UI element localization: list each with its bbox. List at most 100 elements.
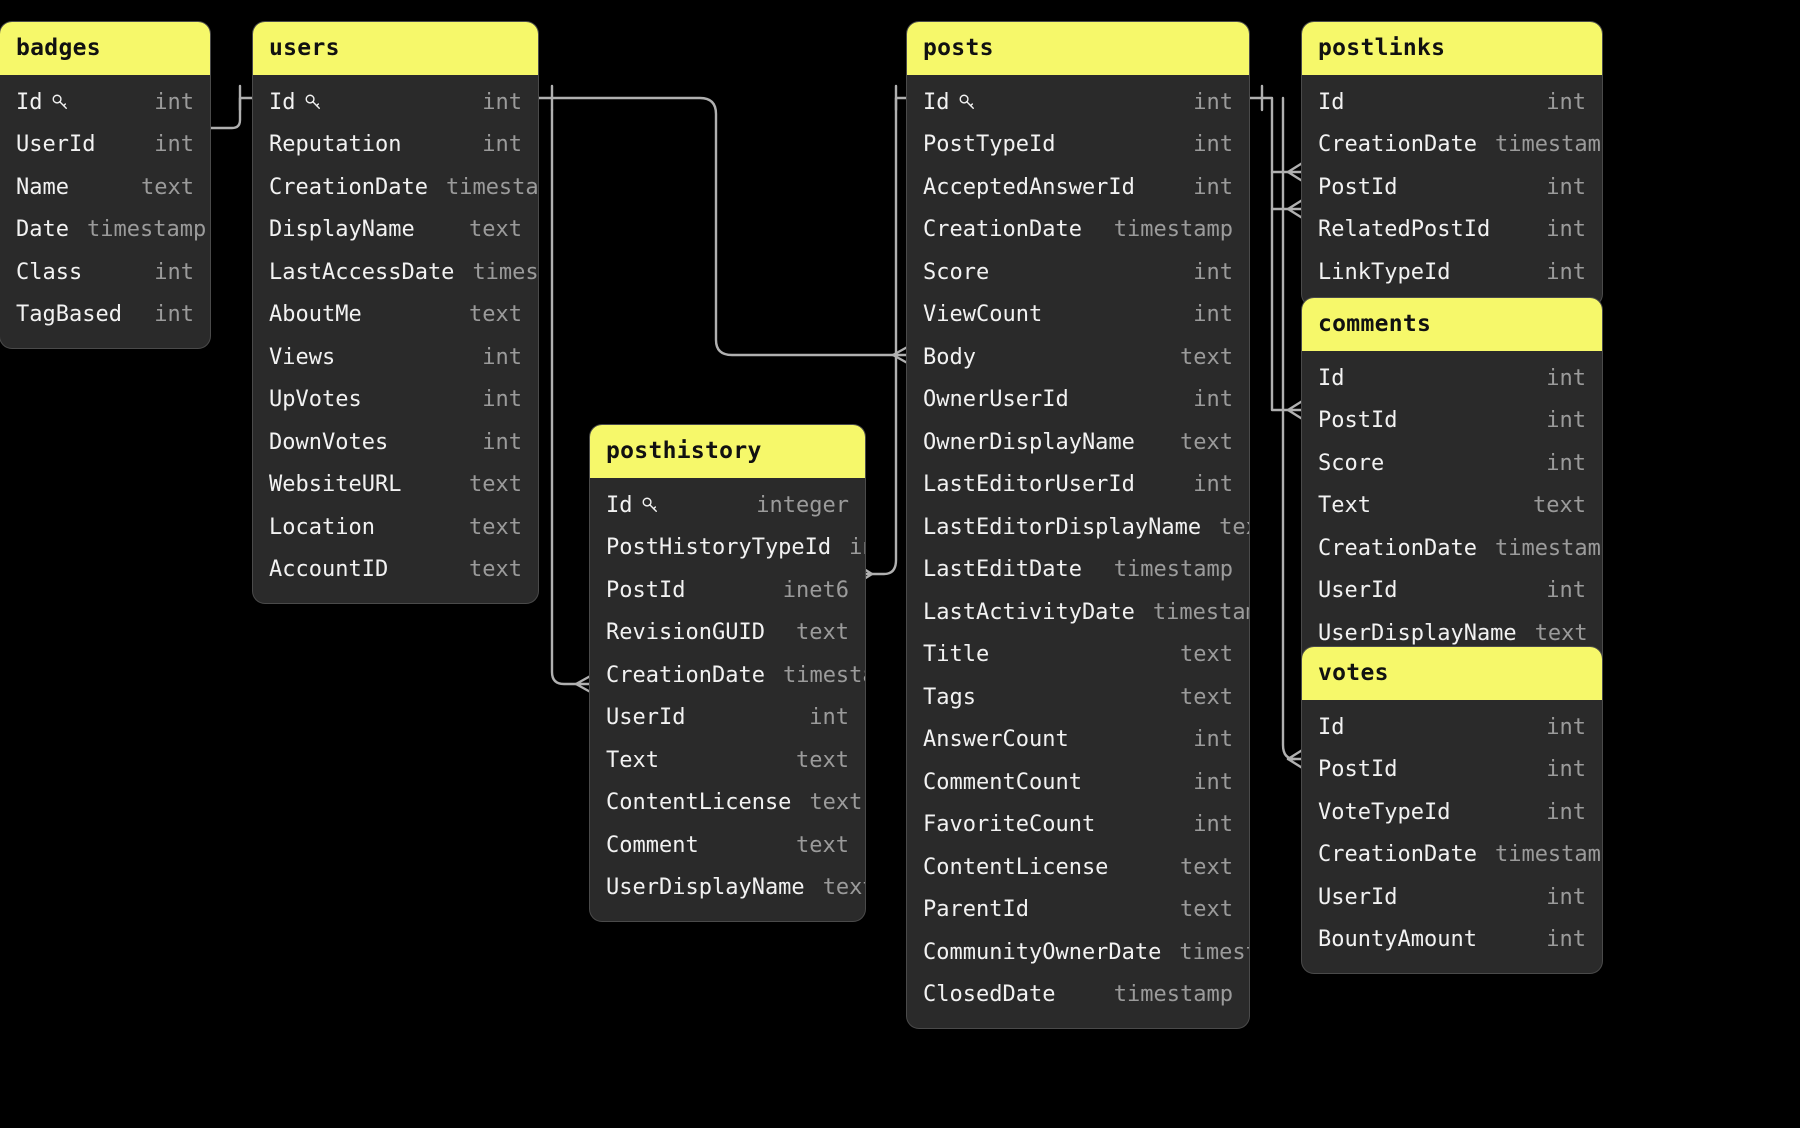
field-name: CommentCount bbox=[923, 770, 1082, 795]
field-row-posts-Tags[interactable]: Tags text bbox=[907, 676, 1249, 719]
field-row-votes-PostId[interactable]: PostId int bbox=[1302, 749, 1602, 792]
field-row-votes-UserId[interactable]: UserId int bbox=[1302, 876, 1602, 919]
field-name: PostId bbox=[1318, 175, 1397, 200]
field-row-comments-Text[interactable]: Text text bbox=[1302, 485, 1602, 528]
field-row-posts-OwnerDisplayName[interactable]: OwnerDisplayName text bbox=[907, 421, 1249, 464]
field-name: Tags bbox=[923, 685, 976, 710]
field-row-users-Views[interactable]: Views int bbox=[253, 336, 538, 379]
field-row-users-WebsiteURL[interactable]: WebsiteURL text bbox=[253, 464, 538, 507]
field-row-posthistory-PostHistoryTypeId[interactable]: PostHistoryTypeId int bbox=[590, 527, 865, 570]
field-row-posts-CommunityOwnerDate[interactable]: CommunityOwnerDate timestamp bbox=[907, 931, 1249, 974]
field-type: text bbox=[1533, 493, 1586, 519]
field-row-posts-OwnerUserId[interactable]: OwnerUserId int bbox=[907, 379, 1249, 422]
field-row-users-UpVotes[interactable]: UpVotes int bbox=[253, 379, 538, 422]
table-card-posthistory[interactable]: posthistory Id integer PostHistoryTypeId… bbox=[590, 425, 865, 921]
field-row-posts-Score[interactable]: Score int bbox=[907, 251, 1249, 294]
link-users-posts bbox=[536, 84, 913, 367]
field-row-posthistory-Text[interactable]: Text text bbox=[590, 739, 865, 782]
field-row-postlinks-RelatedPostId[interactable]: RelatedPostId int bbox=[1302, 209, 1602, 252]
field-row-posts-AcceptedAnswerId[interactable]: AcceptedAnswerId int bbox=[907, 166, 1249, 209]
field-label: Id bbox=[1318, 714, 1345, 740]
field-row-comments-Id[interactable]: Id int bbox=[1302, 357, 1602, 400]
field-row-posthistory-UserId[interactable]: UserId int bbox=[590, 697, 865, 740]
field-label: UpVotes bbox=[269, 387, 362, 413]
key-icon bbox=[50, 92, 70, 112]
field-row-posts-PostTypeId[interactable]: PostTypeId int bbox=[907, 124, 1249, 167]
field-row-users-Location[interactable]: Location text bbox=[253, 506, 538, 549]
field-row-postlinks-PostId[interactable]: PostId int bbox=[1302, 166, 1602, 209]
field-row-posts-LastActivityDate[interactable]: LastActivityDate timestamp bbox=[907, 591, 1249, 634]
field-label: RevisionGUID bbox=[606, 620, 765, 646]
field-row-posthistory-CreationDate[interactable]: CreationDate timestamp bbox=[590, 654, 865, 697]
field-name: FavoriteCount bbox=[923, 812, 1095, 837]
field-row-posts-CreationDate[interactable]: CreationDate timestamp bbox=[907, 209, 1249, 252]
field-label: Class bbox=[16, 259, 83, 285]
table-card-postlinks[interactable]: postlinks Id int CreationDate timestamp … bbox=[1302, 22, 1602, 306]
field-row-posthistory-UserDisplayName[interactable]: UserDisplayName text bbox=[590, 867, 865, 910]
field-row-posts-LastEditorDisplayName[interactable]: LastEditorDisplayName text bbox=[907, 506, 1249, 549]
field-row-comments-CreationDate[interactable]: CreationDate timestamp bbox=[1302, 527, 1602, 570]
field-row-posts-LastEditorUserId[interactable]: LastEditorUserId int bbox=[907, 464, 1249, 507]
table-card-users[interactable]: users Id int Reputation int CreationDate… bbox=[253, 22, 538, 603]
field-name: PostHistoryTypeId bbox=[606, 535, 831, 560]
field-row-posts-ParentId[interactable]: ParentId text bbox=[907, 889, 1249, 932]
field-row-users-AboutMe[interactable]: AboutMe text bbox=[253, 294, 538, 337]
field-row-posts-CommentCount[interactable]: CommentCount int bbox=[907, 761, 1249, 804]
field-type: int bbox=[1546, 89, 1586, 115]
field-type: text bbox=[469, 514, 522, 540]
field-row-posthistory-ContentLicense[interactable]: ContentLicense text bbox=[590, 782, 865, 825]
field-row-posts-ContentLicense[interactable]: ContentLicense text bbox=[907, 846, 1249, 889]
field-label: Comment bbox=[606, 832, 699, 858]
field-row-posts-Title[interactable]: Title text bbox=[907, 634, 1249, 677]
field-row-users-DisplayName[interactable]: DisplayName text bbox=[253, 209, 538, 252]
field-name: CreationDate bbox=[1318, 842, 1477, 867]
table-card-badges[interactable]: badges Id int UserId int Name text D bbox=[0, 22, 210, 348]
field-row-posthistory-Comment[interactable]: Comment text bbox=[590, 824, 865, 867]
field-type: int bbox=[1193, 89, 1233, 115]
field-row-posthistory-RevisionGUID[interactable]: RevisionGUID text bbox=[590, 612, 865, 655]
field-row-comments-PostId[interactable]: PostId int bbox=[1302, 400, 1602, 443]
field-row-badges-Id[interactable]: Id int bbox=[0, 81, 210, 124]
field-row-comments-Score[interactable]: Score int bbox=[1302, 442, 1602, 485]
field-row-badges-UserId[interactable]: UserId int bbox=[0, 124, 210, 167]
field-row-comments-UserId[interactable]: UserId int bbox=[1302, 570, 1602, 613]
field-row-postlinks-Id[interactable]: Id int bbox=[1302, 81, 1602, 124]
field-row-badges-Date[interactable]: Date timestamp bbox=[0, 209, 210, 252]
field-row-users-Id[interactable]: Id int bbox=[253, 81, 538, 124]
field-row-votes-VoteTypeId[interactable]: VoteTypeId int bbox=[1302, 791, 1602, 834]
field-row-badges-Class[interactable]: Class int bbox=[0, 251, 210, 294]
field-row-users-CreationDate[interactable]: CreationDate timestamp bbox=[253, 166, 538, 209]
table-card-posts[interactable]: posts Id int PostTypeId int AcceptedAnsw… bbox=[907, 22, 1249, 1028]
field-row-users-DownVotes[interactable]: DownVotes int bbox=[253, 421, 538, 464]
table-card-votes[interactable]: votes Id int PostId int VoteTypeId int C… bbox=[1302, 647, 1602, 973]
field-name: Id bbox=[1318, 715, 1345, 740]
field-row-postlinks-CreationDate[interactable]: CreationDate timestamp bbox=[1302, 124, 1602, 167]
field-row-votes-Id[interactable]: Id int bbox=[1302, 706, 1602, 749]
field-row-users-LastAccessDate[interactable]: LastAccessDate timestamp bbox=[253, 251, 538, 294]
field-row-posts-LastEditDate[interactable]: LastEditDate timestamp bbox=[907, 549, 1249, 592]
field-row-users-AccountID[interactable]: AccountID text bbox=[253, 549, 538, 592]
field-row-posts-AnswerCount[interactable]: AnswerCount int bbox=[907, 719, 1249, 762]
field-row-badges-TagBased[interactable]: TagBased int bbox=[0, 294, 210, 337]
field-row-posts-FavoriteCount[interactable]: FavoriteCount int bbox=[907, 804, 1249, 847]
field-row-posthistory-Id[interactable]: Id integer bbox=[590, 484, 865, 527]
field-row-posts-Body[interactable]: Body text bbox=[907, 336, 1249, 379]
field-type: text bbox=[469, 557, 522, 583]
field-name: Comment bbox=[606, 833, 699, 858]
field-label: DisplayName bbox=[269, 217, 415, 243]
field-row-comments-UserDisplayName[interactable]: UserDisplayName text bbox=[1302, 612, 1602, 655]
table-card-comments[interactable]: comments Id int PostId int Score int Tex… bbox=[1302, 298, 1602, 667]
field-row-posts-ClosedDate[interactable]: ClosedDate timestamp bbox=[907, 974, 1249, 1017]
field-label: OwnerDisplayName bbox=[923, 429, 1135, 455]
field-row-posts-Id[interactable]: Id int bbox=[907, 81, 1249, 124]
field-type: timestamp bbox=[1152, 599, 1249, 625]
field-row-users-Reputation[interactable]: Reputation int bbox=[253, 124, 538, 167]
field-row-postlinks-LinkTypeId[interactable]: LinkTypeId int bbox=[1302, 251, 1602, 294]
field-row-posthistory-PostId[interactable]: PostId inet6 bbox=[590, 569, 865, 612]
field-row-votes-CreationDate[interactable]: CreationDate timestamp bbox=[1302, 834, 1602, 877]
field-row-badges-Name[interactable]: Name text bbox=[0, 166, 210, 209]
field-row-votes-BountyAmount[interactable]: BountyAmount int bbox=[1302, 919, 1602, 962]
field-row-posts-ViewCount[interactable]: ViewCount int bbox=[907, 294, 1249, 337]
field-type: integer bbox=[756, 492, 849, 518]
field-name: UserId bbox=[606, 705, 685, 730]
